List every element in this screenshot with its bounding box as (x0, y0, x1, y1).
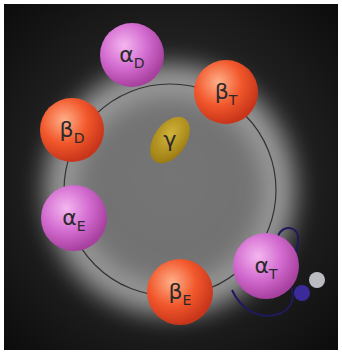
subunit-sphere: βT (194, 60, 258, 124)
subunit-label: βE (169, 281, 192, 303)
subunit-sphere: βD (40, 98, 104, 162)
sphere-shape (100, 23, 164, 87)
sphere-shape (147, 259, 213, 325)
gamma-subunit: γ (140, 110, 200, 170)
gamma-ellipse (142, 110, 198, 171)
released-ligand (309, 272, 325, 288)
subunit-label: βD (60, 119, 85, 141)
sphere-shape (233, 233, 299, 299)
bound-loop (232, 228, 298, 316)
subunit-label: γ (163, 129, 176, 151)
sphere-shape (194, 60, 258, 124)
subunit-sphere: αT (233, 233, 299, 299)
subunit-sphere: βE (147, 259, 213, 325)
dark-panel (4, 4, 338, 350)
subunit-sphere: αD (100, 23, 164, 87)
bound-ligand (294, 285, 310, 301)
subunit-label: βT (215, 81, 238, 103)
subunit-label: αD (119, 44, 144, 66)
subunit-sphere: αE (41, 185, 107, 251)
subunit-label: αT (254, 255, 277, 277)
subunit-label: αE (62, 207, 85, 229)
sphere-shape (41, 185, 107, 251)
sphere-shape (40, 98, 104, 162)
